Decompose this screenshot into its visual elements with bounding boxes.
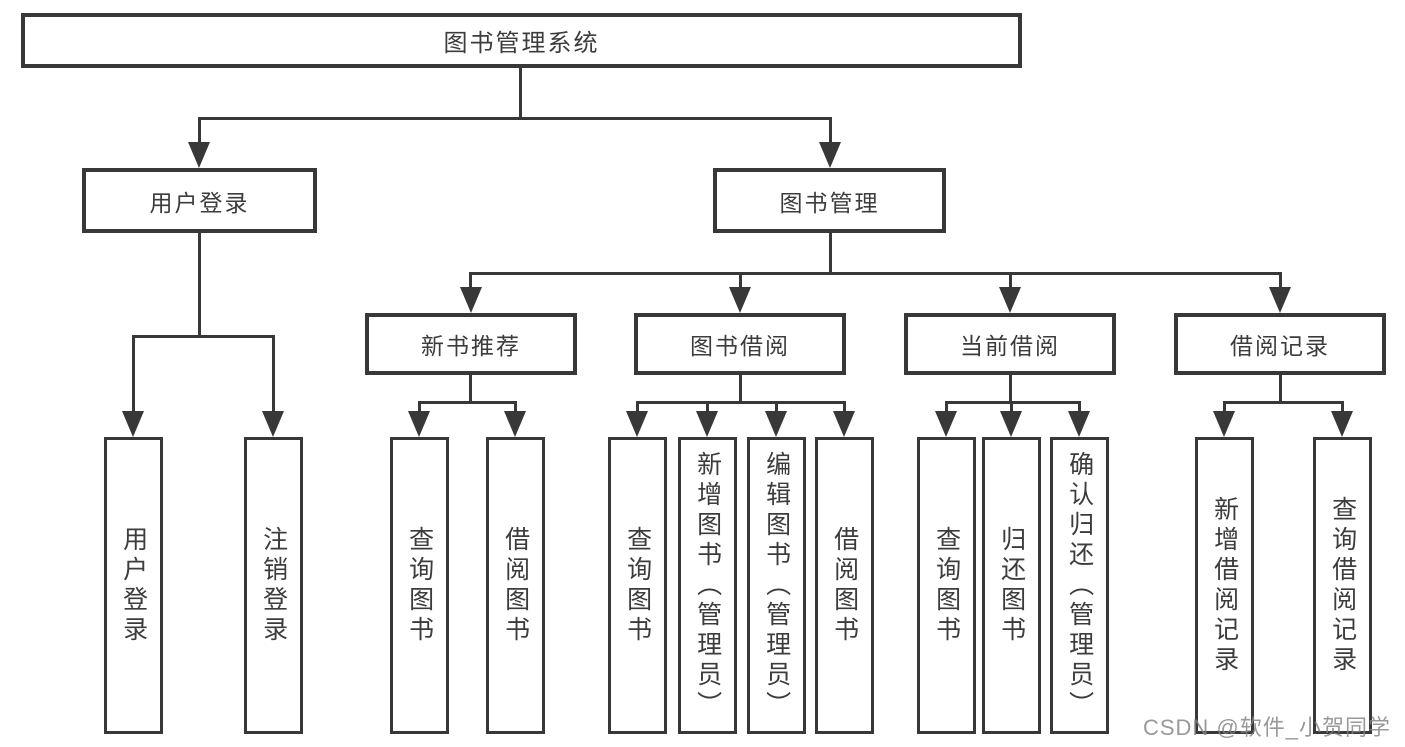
- leaf-label: 编辑图书（管理员）: [762, 450, 791, 721]
- leaf-label: 确认归还（管理员）: [1065, 450, 1094, 721]
- leaf-label: 用户登录: [119, 525, 148, 646]
- leaf-add-borrow-record: 新增借阅记录: [1195, 437, 1254, 734]
- node-label: 借阅记录: [1230, 333, 1330, 359]
- connector-line: [1279, 373, 1282, 404]
- arrowhead-down-icon: [729, 287, 751, 313]
- connector-line: [198, 233, 201, 337]
- arrowhead-down-icon: [262, 411, 284, 437]
- arrowhead-down-icon: [188, 142, 210, 168]
- leaf-user-login: 用户登录: [104, 437, 163, 734]
- node-label: 用户登录: [149, 189, 250, 216]
- connector-line: [514, 401, 517, 419]
- leaf-add-book-admin: 新增图书（管理员）: [678, 437, 737, 734]
- connector-line: [843, 401, 846, 419]
- connector-line: [1078, 401, 1081, 419]
- connector-line: [198, 117, 832, 120]
- leaf-edit-book-admin: 编辑图书（管理员）: [747, 437, 806, 734]
- connector-line: [1009, 272, 1012, 294]
- arrowhead-down-icon: [626, 411, 648, 437]
- node-label: 图书借阅: [690, 333, 790, 359]
- arrowhead-down-icon: [1068, 411, 1090, 437]
- leaf-query-borrow-record: 查询借阅记录: [1313, 437, 1372, 734]
- connector-line: [519, 68, 522, 118]
- arrowhead-down-icon: [460, 287, 482, 313]
- arrowhead-down-icon: [1213, 411, 1235, 437]
- node-label: 图书管理系统: [443, 30, 600, 57]
- connector-line: [829, 117, 832, 149]
- node-label: 当前借阅: [960, 333, 1060, 359]
- leaf-borrow-books: 借阅图书: [815, 437, 874, 734]
- node-label: 图书管理: [779, 189, 880, 216]
- connector-line: [132, 335, 135, 417]
- connector-line: [132, 335, 275, 338]
- leaf-label: 归还图书: [997, 525, 1026, 646]
- connector-line: [469, 272, 472, 294]
- arrowhead-down-icon: [935, 411, 957, 437]
- connector-line: [1010, 401, 1013, 419]
- leaf-label: 查询图书: [932, 525, 961, 646]
- leaf-label: 查询图书: [405, 525, 434, 646]
- connector-line: [739, 272, 742, 294]
- leaf-label: 注销登录: [259, 525, 288, 646]
- arrowhead-down-icon: [696, 411, 718, 437]
- arrowhead-down-icon: [122, 411, 144, 437]
- connector-line: [706, 401, 709, 419]
- connector-line: [272, 335, 275, 417]
- connector-line: [636, 401, 846, 404]
- arrowhead-down-icon: [1331, 411, 1353, 437]
- leaf-query-books-borrow: 查询图书: [608, 437, 667, 734]
- connector-line: [945, 401, 948, 419]
- leaf-query-books-recommend: 查询图书: [390, 437, 449, 734]
- connector-line: [829, 233, 832, 274]
- node-book-management: 图书管理: [713, 168, 946, 233]
- connector-line: [1009, 373, 1012, 404]
- connector-line: [469, 272, 1282, 275]
- leaf-label: 查询借阅记录: [1328, 495, 1357, 676]
- leaf-query-books-current: 查询图书: [917, 437, 976, 734]
- arrowhead-down-icon: [504, 411, 526, 437]
- leaf-label: 借阅图书: [501, 525, 530, 646]
- arrowhead-down-icon: [408, 411, 430, 437]
- watermark: CSDN @软件_小贺同学: [1142, 715, 1391, 740]
- leaf-borrow-books-recommend: 借阅图书: [486, 437, 545, 734]
- connector-line: [1341, 401, 1344, 419]
- arrowhead-down-icon: [1000, 411, 1022, 437]
- leaf-logout: 注销登录: [244, 437, 303, 734]
- leaf-label: 新增借阅记录: [1210, 495, 1239, 676]
- leaf-confirm-return-admin: 确认归还（管理员）: [1050, 437, 1109, 734]
- connector-line: [418, 401, 421, 419]
- node-label: 新书推荐: [421, 333, 521, 359]
- leaf-label: 查询图书: [623, 525, 652, 646]
- leaf-label: 借阅图书: [830, 525, 859, 646]
- connector-line: [739, 373, 742, 404]
- node-user-login: 用户登录: [82, 168, 317, 233]
- node-library-system: 图书管理系统: [21, 13, 1022, 68]
- node-new-book-recommendation: 新书推荐: [365, 313, 577, 375]
- node-current-borrowing: 当前借阅: [904, 313, 1116, 375]
- connector-line: [198, 117, 201, 149]
- connector-line: [418, 401, 517, 404]
- node-borrowing-records: 借阅记录: [1174, 313, 1386, 375]
- arrowhead-down-icon: [765, 411, 787, 437]
- arrowhead-down-icon: [999, 287, 1021, 313]
- arrowhead-down-icon: [819, 142, 841, 168]
- leaf-label: 新增图书（管理员）: [693, 450, 722, 721]
- node-book-borrowing: 图书借阅: [634, 313, 846, 375]
- connector-line: [1279, 272, 1282, 294]
- connector-line: [775, 401, 778, 419]
- connector-line: [1223, 401, 1344, 404]
- connector-line: [1223, 401, 1226, 419]
- leaf-return-books: 归还图书: [982, 437, 1041, 734]
- arrowhead-down-icon: [833, 411, 855, 437]
- connector-line: [945, 401, 1081, 404]
- arrowhead-down-icon: [1269, 287, 1291, 313]
- connector-line: [636, 401, 639, 419]
- connector-line: [469, 373, 472, 404]
